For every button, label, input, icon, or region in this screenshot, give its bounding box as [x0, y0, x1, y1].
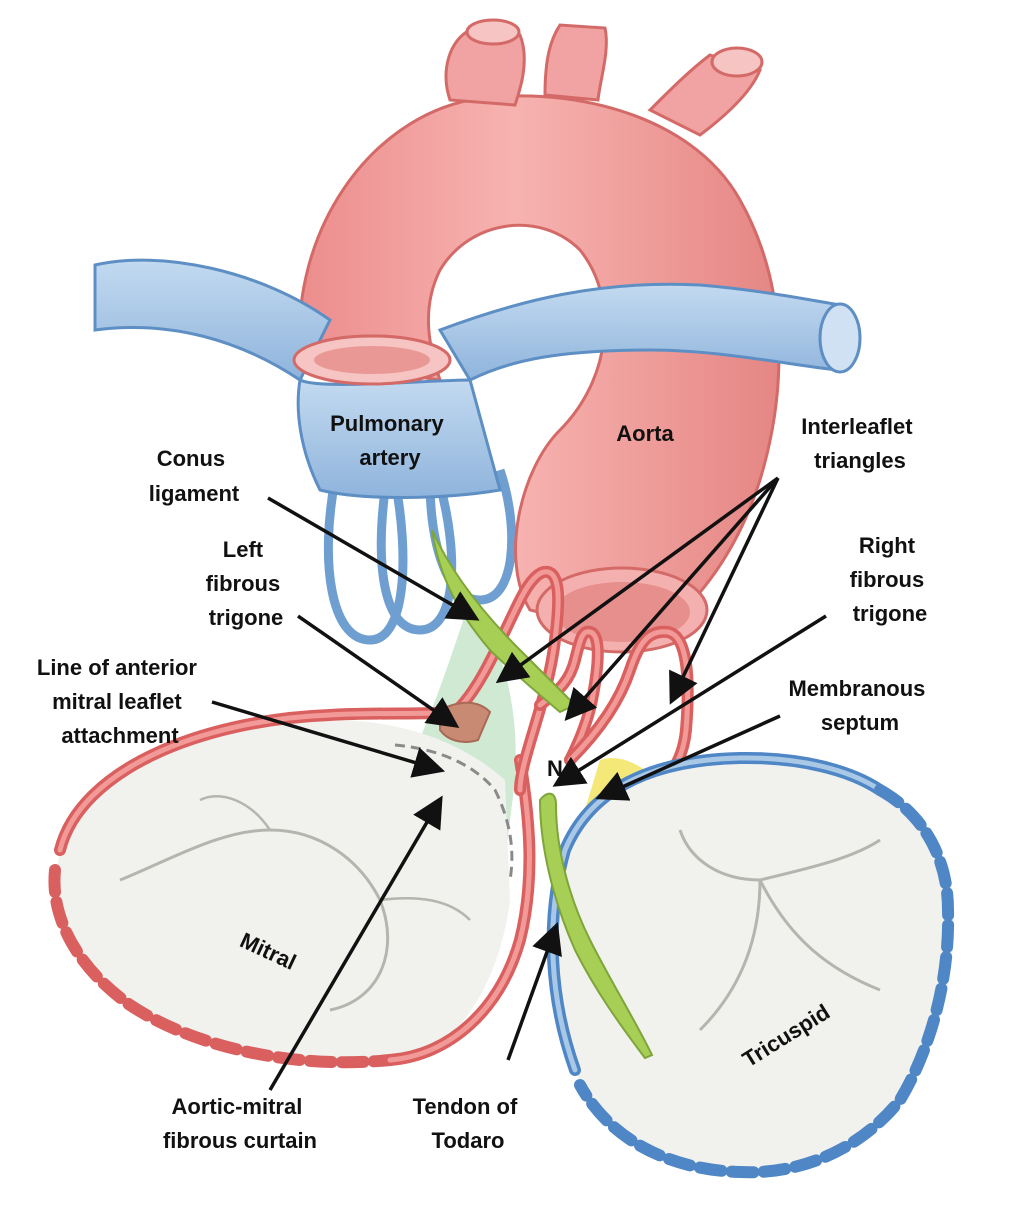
tricuspid-valve — [546, 751, 955, 1179]
arrow-interleaflet-1 — [495, 476, 780, 684]
label-membranous-septum: Membranous septum — [788, 676, 931, 735]
pointer-arrows — [211, 476, 827, 1091]
label-tendon-of-todaro: Tendon of Todaro — [413, 1094, 524, 1153]
arrow-right-trigone — [552, 614, 827, 787]
arrow-tendon-todaro — [506, 922, 562, 1061]
pulmonary-artery-vessel — [93, 258, 862, 499]
label-aorta: Aorta — [616, 421, 674, 446]
arrow-interleaflet-2 — [564, 476, 780, 721]
arrow-aortic-mitral-curtain — [268, 795, 443, 1091]
arrow-conus-ligament — [267, 496, 480, 621]
label-pulmonary-artery: Pulmonary artery — [330, 411, 450, 470]
arrow-membranous-septum — [595, 714, 781, 801]
label-conus-ligament: Conus ligament — [149, 446, 240, 506]
mitral-valve — [48, 706, 536, 1069]
label-interleaflet-triangles: Interleaflet triangles — [801, 414, 918, 473]
label-aortic-mitral-curtain: Aortic-mitral fibrous curtain — [163, 1094, 317, 1153]
arrow-interleaflet-3 — [669, 477, 780, 705]
label-node-n: N — [547, 756, 563, 781]
label-line-of-attachment: Line of anterior mitral leaflet attachme… — [37, 655, 203, 748]
arrow-left-trigone — [297, 614, 460, 728]
label-left-fibrous-trigone: Left fibrous trigone — [206, 537, 287, 630]
label-right-fibrous-trigone: Right fibrous trigone — [850, 533, 931, 626]
arrow-line-of-attachment — [211, 700, 446, 778]
tendon-of-todaro — [538, 792, 654, 1060]
